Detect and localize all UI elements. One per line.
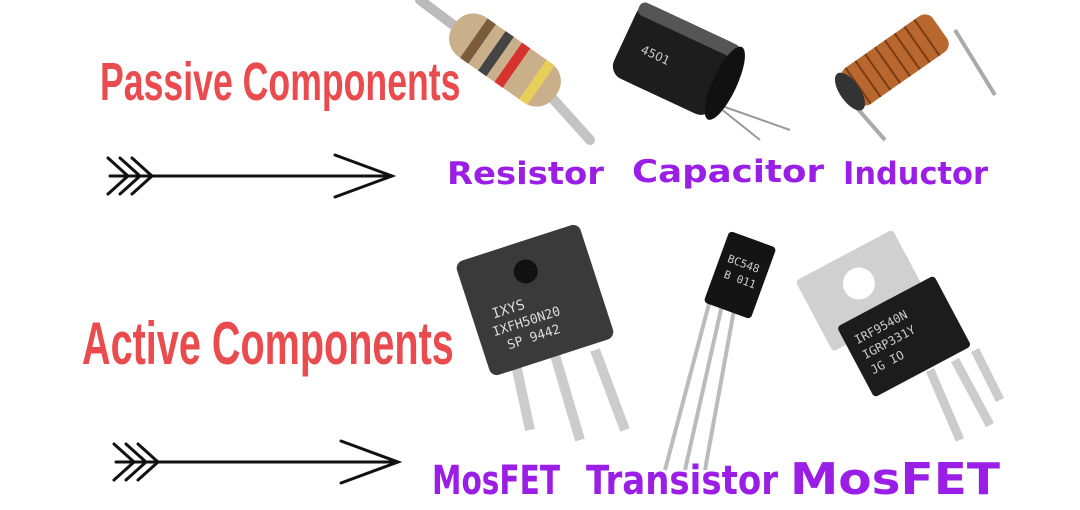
passive-components-title: Passive Components xyxy=(100,52,460,112)
mosfet-to247-image: IXYS IXFH50N20 SP 9442 xyxy=(456,224,630,442)
inductor-image xyxy=(834,14,997,142)
transistor-image: BC548 B 011 xyxy=(663,231,776,471)
active-components-title: Active Components xyxy=(82,310,454,377)
arrow-icon xyxy=(112,439,403,485)
inductor-label: Inductor xyxy=(843,156,989,192)
resistor-image xyxy=(415,0,595,145)
mosfet-label-1: MosFET xyxy=(432,458,561,504)
mosfet-label-2: MosFET xyxy=(790,454,1000,505)
arrow-icon xyxy=(106,153,397,199)
capacitor-image: 4501 xyxy=(612,2,791,141)
resistor-label: Resistor xyxy=(447,156,605,192)
transistor-label: Transistor xyxy=(586,458,778,504)
mosfet-to220-image: IRF9540N IGRP331Y JG IO xyxy=(796,230,1005,442)
capacitor-label: Capacitor xyxy=(632,154,825,190)
